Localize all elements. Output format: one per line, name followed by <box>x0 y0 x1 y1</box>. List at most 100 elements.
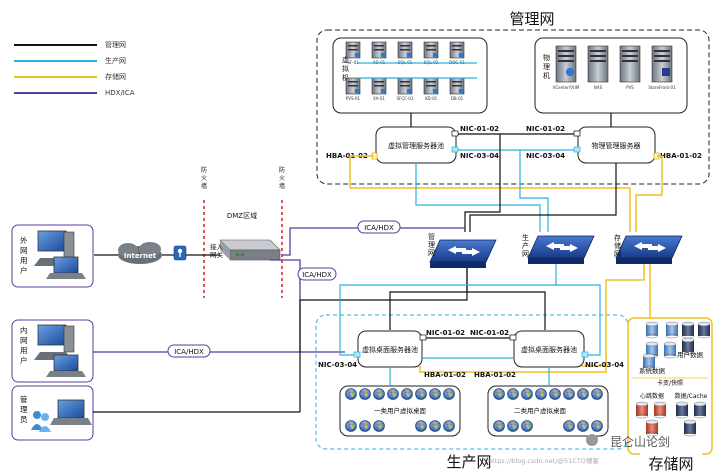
storage-disk-icon <box>683 419 697 437</box>
vm-server-label: DB-01 <box>451 96 464 101</box>
legend-label-prod: 生产网 <box>105 56 126 65</box>
storage-zone-title: 存储网 <box>648 455 693 473</box>
windows-desktop-icon <box>429 388 441 400</box>
storage-switch-to-pool-left <box>419 366 607 373</box>
nic-port <box>353 351 361 358</box>
ica-hdx-badge-1 <box>357 220 401 234</box>
storage-center-label: 卡变/快照 <box>657 379 683 387</box>
desktop-icons-right <box>493 388 603 432</box>
ica-hdx-label-1: ICA/HDX <box>364 224 394 232</box>
storage-disk-icon <box>653 401 667 419</box>
switch-storage-label: 存储网 <box>614 233 621 258</box>
legend-label-hdx: HDX/ICA <box>105 89 135 97</box>
vm-group-box <box>332 37 488 114</box>
vm-server-icon <box>423 41 439 59</box>
windows-desktop-icon <box>507 388 519 400</box>
watermark-url: https://blog.csdn.net/@51CTO博客 <box>488 456 599 465</box>
mgmt-storage-link-left <box>349 155 631 232</box>
windows-desktop-icon <box>373 388 385 400</box>
external-users-label: 外网用户 <box>20 235 28 275</box>
prod-nic-03-04-a: NIC-03-04 <box>318 361 357 369</box>
vm-server-label: SFCC-01 <box>397 96 414 101</box>
security-key-icon <box>173 245 187 261</box>
windows-desktop-icon <box>359 388 371 400</box>
mgmt-zone <box>316 29 710 185</box>
storage-disk-icon <box>697 321 711 339</box>
vm-server-icon <box>345 77 361 95</box>
desktop-pool-right-label: 虚拟桌面服务器池 <box>521 345 577 354</box>
prod-switch-to-pool-right <box>556 284 601 356</box>
windows-desktop-icon <box>373 420 385 432</box>
storage-disk-icon <box>681 321 695 339</box>
windows-desktop-icon <box>577 388 589 400</box>
windows-desktop-icon <box>359 420 371 432</box>
storage-disk-icon <box>645 419 659 437</box>
nic-port <box>451 146 459 153</box>
nic-03-04-right: NIC-03-04 <box>526 152 565 160</box>
gateway-appliance <box>219 239 281 261</box>
windows-desktop-icon <box>591 388 603 400</box>
vm-server-icon <box>371 77 387 95</box>
firewall-label-1: 防火墙 <box>201 166 207 190</box>
virt-mgmt-pool-label: 虚拟管理服务器池 <box>388 141 444 150</box>
nic-01-02-left: NIC-01-02 <box>460 125 499 133</box>
internal-users-label: 内网用户 <box>20 325 28 365</box>
nic-port <box>451 130 459 137</box>
vm-servers: SF-01AD-01SQL-01SQL-02DDC-01PVS-01XA-01S… <box>345 41 465 101</box>
windows-desktop-icon <box>345 388 357 400</box>
windows-desktop-icon <box>521 420 533 432</box>
legend-label-mgmt: 管理网 <box>105 40 126 49</box>
storage-cylinders <box>635 321 711 437</box>
storage-title-bg <box>640 453 702 473</box>
hba-left: HBA-01-02 <box>326 152 368 160</box>
mgmt-switch-uplink <box>464 134 501 232</box>
switch-mgmt <box>429 239 497 268</box>
prod-title-bg <box>436 451 502 471</box>
vm-group-label: 虚拟机 <box>342 55 349 82</box>
phys-mgmt-switch-uplink <box>469 163 617 232</box>
desktop-computer-icon <box>34 324 75 360</box>
desktop-group-left-label: 一类用户虚拟桌面 <box>374 406 427 415</box>
prod-hba-b: HBA-01-02 <box>474 371 516 379</box>
vm-server-label: PVS-01 <box>346 96 361 101</box>
mgmt-prod-link-right <box>519 150 549 232</box>
windows-desktop-icon <box>549 388 561 400</box>
storage-disk-icon <box>663 341 677 359</box>
laptop-icon <box>50 399 92 425</box>
ica-hdx-label-3: ICA/HDX <box>174 348 204 356</box>
windows-desktop-icon <box>345 420 357 432</box>
legend: 管理网 生产网 存储网 HDX/ICA <box>14 40 135 97</box>
admin-people-icon <box>31 411 51 432</box>
storage-user-data: 用户数据 <box>677 350 704 359</box>
nic-01-02-right: NIC-01-02 <box>526 125 565 133</box>
mgmt-zone-title: 管理网 <box>509 10 554 28</box>
storage-sys-data: 系统数据 <box>639 366 666 375</box>
windows-desktop-icon <box>535 388 547 400</box>
storage-disk-icon <box>693 401 707 419</box>
switch-storage <box>615 235 683 264</box>
mgmt-switch-to-pool-right <box>467 291 546 330</box>
nic-03-04-left: NIC-03-04 <box>460 152 499 160</box>
physical-server-icon <box>587 45 609 83</box>
vm-server-icon <box>397 77 413 95</box>
prod-nic-01-02-a: NIC-01-02 <box>426 329 465 337</box>
vm-server-label: SF-01 <box>347 60 359 65</box>
physical-server-icon <box>619 45 641 83</box>
internet-label: Internet <box>124 252 157 260</box>
physical-server-icon <box>555 45 577 83</box>
vm-server-icon <box>449 77 465 95</box>
switch-prod-label: 生产网 <box>522 233 529 258</box>
vm-server-icon <box>397 41 413 59</box>
mgmt-prod-link-left <box>415 163 541 232</box>
storage-disk-icon <box>645 321 659 339</box>
windows-desktop-icon <box>415 420 427 432</box>
watermark-brand: 昆仑山论剑 <box>610 434 670 449</box>
vm-server-icon <box>449 41 465 59</box>
dmz-label: DMZ区域 <box>227 211 257 220</box>
vm-server-icon <box>345 41 361 59</box>
windows-desktop-icon <box>401 388 413 400</box>
ica-hdx-badge-2 <box>297 267 337 281</box>
windows-desktop-icon <box>493 420 505 432</box>
